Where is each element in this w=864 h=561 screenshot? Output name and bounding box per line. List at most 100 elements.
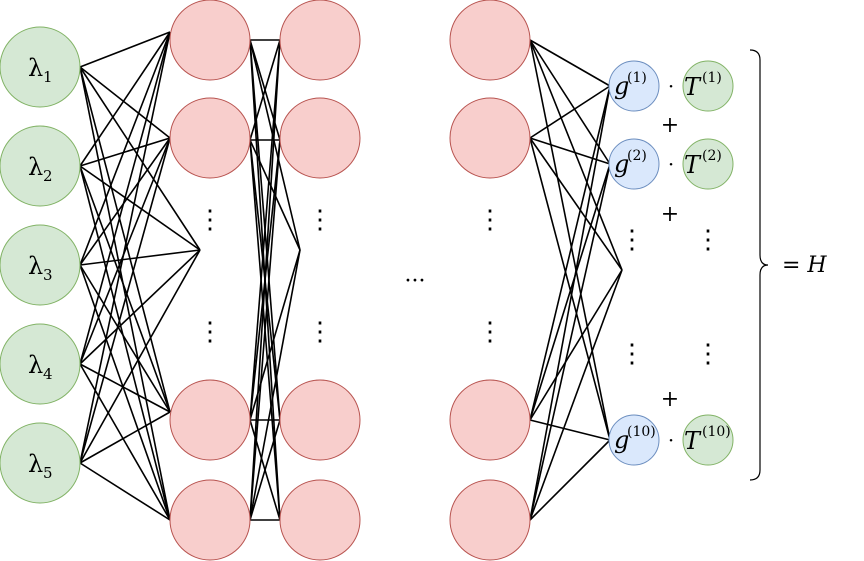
input-edge bbox=[79, 249, 201, 266]
g-symbol: g bbox=[614, 72, 629, 100]
input-edge bbox=[79, 411, 171, 464]
g-symbol: g bbox=[614, 150, 629, 178]
hidden-node bbox=[169, 379, 251, 461]
output-edge bbox=[529, 39, 611, 87]
t-node bbox=[682, 138, 734, 190]
vertical-ellipsis: ⋮ bbox=[307, 205, 333, 235]
output-edge bbox=[529, 85, 611, 521]
hidden-node bbox=[449, 379, 531, 461]
input-edge bbox=[79, 31, 171, 68]
hidden-edge bbox=[249, 39, 301, 251]
input-edge bbox=[79, 165, 201, 251]
vertical-ellipsis: ⋮ bbox=[619, 339, 645, 369]
output-edge bbox=[529, 39, 611, 441]
output-edge bbox=[529, 137, 623, 271]
input-symbol: λ bbox=[28, 351, 43, 379]
input-edge bbox=[79, 137, 171, 266]
hidden-node bbox=[279, 0, 361, 81]
hidden-edge bbox=[249, 39, 281, 141]
output-edge bbox=[529, 439, 611, 521]
input-edge bbox=[79, 31, 171, 365]
t-node bbox=[682, 414, 734, 466]
hidden-node bbox=[279, 479, 361, 561]
output-edge bbox=[529, 163, 611, 421]
vertical-ellipsis: ⋮ bbox=[695, 339, 721, 369]
hidden-node bbox=[169, 0, 251, 81]
input-circle bbox=[0, 26, 81, 108]
input-circle bbox=[0, 422, 81, 504]
input-edge bbox=[79, 249, 201, 464]
input-edge bbox=[79, 462, 171, 521]
vertical-ellipsis: ⋮ bbox=[695, 225, 721, 255]
hidden-node bbox=[449, 479, 531, 561]
input-index: 2 bbox=[43, 167, 53, 185]
input-symbol: λ bbox=[28, 54, 43, 82]
input-edge bbox=[79, 31, 171, 464]
output-edge bbox=[529, 85, 611, 421]
hidden-edge bbox=[249, 249, 301, 521]
layer-ellipsis: ··· bbox=[405, 269, 426, 294]
input-symbol: λ bbox=[28, 252, 43, 280]
vertical-ellipsis: ⋮ bbox=[619, 225, 645, 255]
input-circle bbox=[0, 323, 81, 405]
input-edge bbox=[79, 363, 171, 413]
vertical-ellipsis: ⋮ bbox=[477, 205, 503, 235]
multiply-dot: · bbox=[668, 428, 674, 452]
labels: ⋮⋮⋮⋮⋮⋮···g(1)·T(1)g(2)·T(2)g(10)·T(10)++… bbox=[197, 49, 827, 481]
t-node bbox=[682, 60, 734, 112]
multiply-dot: · bbox=[668, 74, 674, 98]
hidden-edge bbox=[249, 139, 281, 521]
hidden-node bbox=[169, 479, 251, 561]
input-edge bbox=[79, 66, 171, 139]
hidden-edge bbox=[249, 39, 281, 421]
hidden-edge bbox=[249, 419, 281, 521]
t-symbol: T bbox=[684, 151, 702, 179]
output-term-2 bbox=[608, 138, 734, 190]
connections bbox=[79, 31, 623, 521]
input-edge bbox=[79, 66, 171, 413]
plus-sign: + bbox=[661, 113, 679, 138]
g-node bbox=[608, 60, 660, 112]
output-edge bbox=[529, 137, 611, 441]
input-index: 4 bbox=[43, 365, 53, 383]
hidden-edge bbox=[249, 39, 281, 521]
input-edge bbox=[79, 31, 171, 167]
output-edge bbox=[529, 85, 611, 139]
output-edge bbox=[529, 269, 623, 421]
g-node bbox=[608, 414, 660, 466]
output-term-3 bbox=[608, 414, 734, 466]
input-index: 3 bbox=[43, 266, 53, 284]
t-superscript: (10) bbox=[702, 424, 731, 440]
t-symbol: T bbox=[684, 73, 702, 101]
multiply-dot: · bbox=[668, 152, 674, 176]
g-superscript: (10) bbox=[627, 424, 656, 440]
vertical-ellipsis: ⋮ bbox=[307, 317, 333, 347]
input-edge bbox=[79, 249, 201, 365]
hidden-node bbox=[449, 0, 531, 81]
vertical-ellipsis: ⋮ bbox=[197, 205, 223, 235]
input-edge bbox=[79, 137, 171, 464]
input-symbol: λ bbox=[28, 153, 43, 181]
hidden-node bbox=[279, 379, 361, 461]
t-symbol: T bbox=[684, 427, 702, 455]
input-edge bbox=[79, 66, 201, 251]
input-symbol: λ bbox=[28, 450, 43, 478]
right-brace bbox=[749, 49, 769, 481]
output-edge bbox=[529, 39, 623, 271]
input-edge bbox=[79, 137, 171, 167]
vertical-ellipsis: ⋮ bbox=[197, 317, 223, 347]
output-edge bbox=[529, 419, 611, 441]
input-index: 1 bbox=[43, 68, 53, 86]
hidden-node bbox=[449, 97, 531, 179]
output-edge bbox=[529, 163, 611, 521]
plus-sign: + bbox=[661, 202, 679, 227]
result-label: = H bbox=[782, 253, 827, 278]
